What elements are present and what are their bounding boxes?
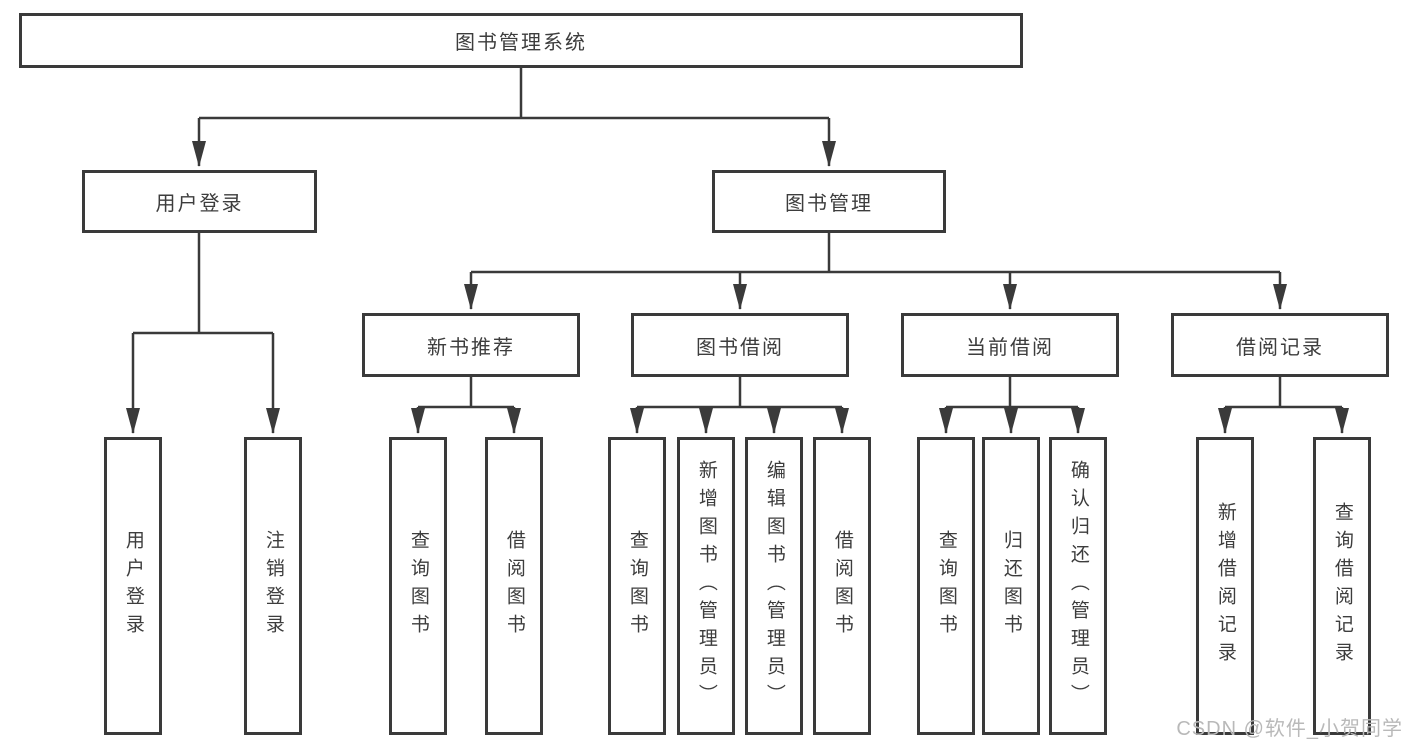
watermark: CSDN @软件_小贺同学 [1176, 718, 1403, 740]
node-label: 查询借阅记录 [1331, 502, 1353, 670]
node-label: 确认归还（管理员） [1067, 460, 1089, 712]
node-label: 查询图书 [626, 530, 648, 642]
node-label: 当前借阅 [966, 336, 1054, 359]
node-label: 注销登录 [262, 530, 284, 642]
node-label: 借阅记录 [1236, 336, 1324, 359]
leaf-query-books-borrow: 查询图书 [608, 437, 666, 735]
leaf-add-borrow-record: 新增借阅记录 [1196, 437, 1254, 735]
node-label: 新书推荐 [427, 336, 515, 359]
leaf-user-login: 用户登录 [104, 437, 162, 735]
leaf-borrow-books: 借阅图书 [813, 437, 871, 735]
leaf-query-books-current: 查询图书 [917, 437, 975, 735]
node-root: 图书管理系统 [19, 13, 1023, 68]
node-current-borrow: 当前借阅 [901, 313, 1119, 377]
leaf-query-borrow-record: 查询借阅记录 [1313, 437, 1371, 735]
node-label: 归还图书 [1000, 530, 1022, 642]
node-label: 图书借阅 [696, 336, 784, 359]
node-label: 图书管理 [785, 193, 873, 215]
node-label: 新增借阅记录 [1214, 502, 1236, 670]
node-label: 用户登录 [155, 193, 244, 215]
node-user-login: 用户登录 [82, 170, 317, 233]
leaf-edit-book-admin: 编辑图书（管理员） [745, 437, 803, 735]
leaf-borrow-books-recommend: 借阅图书 [485, 437, 543, 735]
node-label: 新增图书（管理员） [695, 460, 717, 712]
node-label: 编辑图书（管理员） [763, 460, 785, 712]
leaf-logout: 注销登录 [244, 437, 302, 735]
node-book-management: 图书管理 [712, 170, 946, 233]
node-label: 图书管理系统 [455, 32, 587, 54]
node-label: 借阅图书 [503, 530, 525, 642]
node-borrow-records: 借阅记录 [1171, 313, 1389, 377]
leaf-add-book-admin: 新增图书（管理员） [677, 437, 735, 735]
leaf-return-book: 归还图书 [982, 437, 1040, 735]
node-label: 查询图书 [407, 530, 429, 642]
node-new-book-recommend: 新书推荐 [362, 313, 580, 377]
node-label: 借阅图书 [831, 530, 853, 642]
node-label: 用户登录 [122, 530, 144, 642]
leaf-query-books-recommend: 查询图书 [389, 437, 447, 735]
leaf-confirm-return-admin: 确认归还（管理员） [1049, 437, 1107, 735]
node-book-borrow: 图书借阅 [631, 313, 849, 377]
node-label: 查询图书 [935, 530, 957, 642]
